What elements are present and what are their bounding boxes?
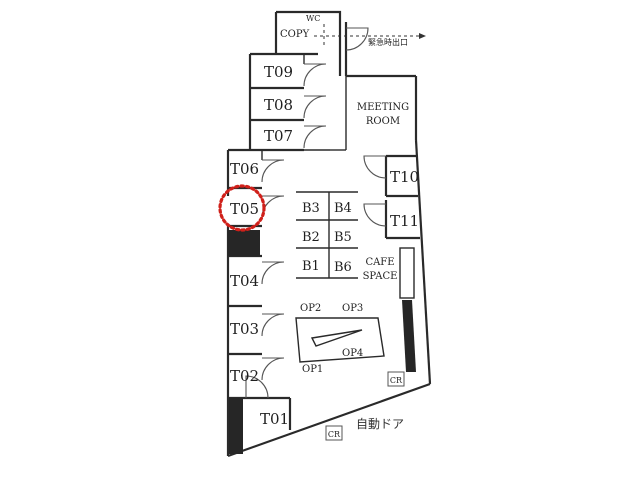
room-highlight-t05 [218,184,266,232]
area-label-cafe-2: SPACE [363,271,398,282]
auto-door-label: 自動ドア [356,417,404,431]
booth-grid [296,191,358,279]
solid-block-right [402,300,416,372]
room-label-meeting-2: ROOM [366,116,400,127]
svg-text:CR: CR [390,376,403,385]
room-label-t10[interactable]: T10 [390,168,419,186]
office-dividers [250,54,347,152]
open-seat-labels: OP2 OP3 OP4 OP1 [300,303,363,375]
room-label-t07[interactable]: T07 [264,127,293,145]
svg-text:CR: CR [328,430,341,439]
solid-block-lower [229,398,243,454]
room-label-t04[interactable]: T04 [230,272,259,290]
room-label-t03[interactable]: T03 [230,320,259,338]
booth-label-b6[interactable]: B6 [334,260,352,275]
room-label-t11[interactable]: T11 [390,212,419,230]
outer-walls [226,10,432,458]
room-label-t08[interactable]: T08 [264,96,293,114]
seat-label-op2[interactable]: OP2 [300,303,321,314]
right-offices [363,154,420,240]
cr-marker-2: CR [325,425,343,441]
solid-block-upper [228,230,260,256]
seat-label-op3[interactable]: OP3 [342,303,363,314]
area-label-cafe[interactable]: CAFE [365,257,394,268]
cr-marker-1: CR [387,371,405,387]
room-label-t01[interactable]: T01 [260,410,289,428]
room-label-t02[interactable]: T02 [230,367,259,385]
room-label-t09[interactable]: T09 [264,63,293,81]
cafe-counter [399,247,415,299]
emergency-exit-label: 緊急時出口 [368,37,408,47]
booth-label-b2[interactable]: B2 [302,230,320,245]
emergency-exit [314,24,426,51]
booth-label-b5[interactable]: B5 [334,230,352,245]
booth-label-b4[interactable]: B4 [334,201,352,216]
room-labels: WC COPY T09 T08 T07 MEETING ROOM T06 T05… [230,14,419,428]
booth-label-b3[interactable]: B3 [302,201,320,216]
seat-label-op4[interactable]: OP4 [342,348,363,359]
room-label-wc: WC [306,14,320,23]
room-label-copy: COPY [280,29,310,40]
seat-label-op1[interactable]: OP1 [302,364,323,375]
booth-label-b1[interactable]: B1 [302,259,320,274]
open-seating [295,317,385,363]
room-label-t05[interactable]: T05 [230,200,259,218]
room-label-meeting[interactable]: MEETING [357,102,409,113]
booth-labels: B3 B4 B2 B5 B1 B6 [302,201,352,275]
room-label-t06[interactable]: T06 [230,160,259,178]
